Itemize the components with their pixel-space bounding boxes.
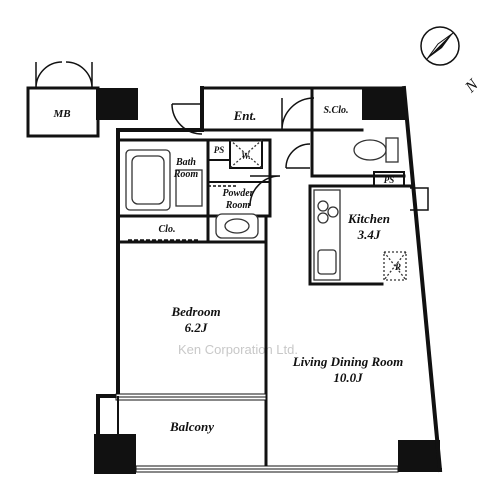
- bedroom-label-line1: Bedroom: [170, 304, 220, 319]
- washer-box: [229, 139, 263, 169]
- kitchen-door: [410, 187, 429, 211]
- powder-sink: [224, 218, 250, 234]
- windows: [115, 339, 438, 473]
- toilet-door: [285, 143, 311, 169]
- compass-needle-outline: [426, 32, 454, 60]
- living-window: [426, 339, 438, 431]
- shower-area: [175, 169, 203, 207]
- living-label-line2: 10.0J: [333, 370, 363, 385]
- bedroom-label-line2: 6.2J: [185, 320, 208, 335]
- kitchen-label-line2: 3.4J: [357, 227, 381, 242]
- powder-label-line1: Powder: [222, 188, 253, 199]
- doors: [35, 61, 429, 241]
- column-bottom-left: [94, 434, 136, 474]
- shoe-closet-label: S.Clo.: [323, 105, 348, 116]
- toilet-bowl: [353, 139, 387, 161]
- toilet-tank: [385, 137, 399, 163]
- entrance-label: Ent.: [233, 108, 257, 123]
- closet-wall: [116, 214, 210, 244]
- refrigerator-label: R: [394, 262, 401, 272]
- powder-label-line2: Room: [225, 200, 251, 211]
- closet-label: Clo.: [159, 224, 176, 235]
- bath-label-line1: Bath: [175, 157, 196, 168]
- mb-label: MB: [52, 108, 70, 120]
- room-labels: MB Ent. S.Clo. PS W. Bath Room Powder Ro…: [52, 105, 403, 434]
- mb-door-right: [65, 61, 93, 89]
- column-top-right: [362, 88, 406, 120]
- powder-door: [249, 175, 281, 207]
- fixtures: [125, 137, 407, 281]
- living-label-line1: Living Dining Room: [292, 354, 404, 369]
- mb-wall: [26, 86, 100, 138]
- ps-kitchen-label: PS: [384, 175, 395, 185]
- entrance-door: [171, 103, 203, 135]
- bathtub-inner: [131, 155, 165, 205]
- kitchen-sink: [317, 249, 337, 275]
- hall-door: [281, 97, 315, 131]
- bath-label-line2: Room: [173, 169, 199, 180]
- north-compass-icon: [420, 26, 460, 66]
- kitchen-label-line1: Kitchen: [347, 211, 390, 226]
- stove-burner-2: [327, 206, 339, 218]
- mb-door-left: [35, 61, 63, 89]
- stove-burner-3: [317, 212, 329, 224]
- washer-label: W.: [241, 151, 251, 161]
- watermark: Ken Corporation Ltd.: [178, 342, 298, 357]
- column-bottom-right: [398, 440, 440, 472]
- balcony-label: Balcony: [169, 419, 214, 434]
- ps-kitchen-box: [373, 171, 405, 187]
- ps-top-label: PS: [214, 145, 225, 155]
- washer-diag-2: [229, 139, 263, 169]
- column-top-left: [96, 88, 138, 120]
- structural-columns: [94, 88, 440, 474]
- compass-label: N: [462, 75, 483, 96]
- fridge-diag-2: [383, 251, 407, 281]
- stove-burner-1: [317, 200, 329, 212]
